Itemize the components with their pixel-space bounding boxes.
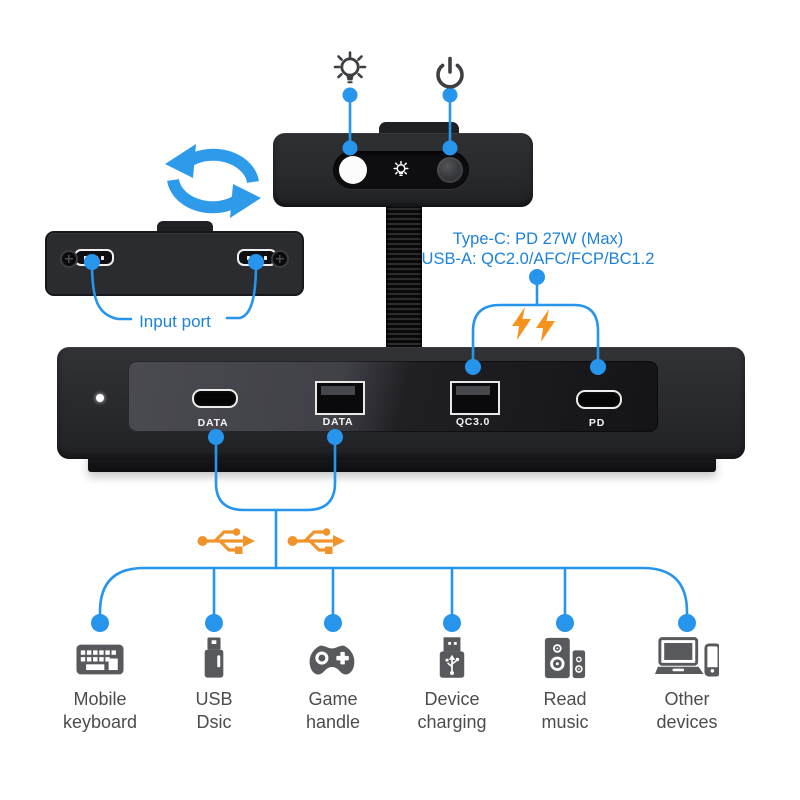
power-icon <box>436 56 464 89</box>
label-line: charging <box>417 712 487 732</box>
port-usb-c-data <box>192 389 238 408</box>
devices-icon <box>655 637 719 677</box>
device-label-keyboard: Mobile keyboard <box>38 688 162 734</box>
device-label-music: Read music <box>503 688 627 734</box>
label-line: music <box>541 712 589 732</box>
light-lens <box>339 156 367 184</box>
usb-disk-icon <box>204 637 224 678</box>
gamepad-icon <box>309 645 355 675</box>
mounting-strap <box>386 200 422 352</box>
port-usb-a-data <box>315 381 365 415</box>
keyboard-icon <box>76 644 124 675</box>
label-line: keyboard <box>62 712 138 732</box>
port-label-data-c: DATA <box>197 417 229 429</box>
usb-trident-icon <box>197 528 255 554</box>
label-line: Read <box>543 689 587 709</box>
input-port-caption: Input port <box>139 312 211 331</box>
label-line: Game <box>308 689 358 709</box>
power-button <box>437 157 463 183</box>
label-line: Dsic <box>196 712 232 732</box>
rotate-arrows-icon <box>165 144 261 218</box>
device-label-usb-disk: USB Dsic <box>152 688 276 734</box>
brightness-bulb-icon <box>333 51 367 84</box>
small-bulb-icon <box>393 160 409 176</box>
input-port-left <box>74 249 114 266</box>
device-label-charging: Device charging <box>390 688 514 734</box>
port-label-qc30: QC3.0 <box>455 416 491 428</box>
spec-line-1: Type-C: PD 27W (Max) <box>452 230 624 248</box>
status-led <box>96 394 104 402</box>
label-line: Device <box>424 689 480 709</box>
label-line: Mobile <box>73 689 127 709</box>
double-lightning-icon <box>512 307 555 342</box>
label-line: Other <box>664 689 710 709</box>
port-label-data-a: DATA <box>322 416 354 428</box>
device-label-other: Other devices <box>625 688 749 734</box>
usb-trident-icon <box>287 528 345 554</box>
spec-line-2: USB-A: QC2.0/AFC/FCP/BC1.2 <box>421 250 655 268</box>
port-usb-a-qc30 <box>450 381 500 415</box>
label-line: handle <box>305 712 361 732</box>
label-line: USB <box>195 689 233 709</box>
screw-left-icon <box>60 250 78 268</box>
port-usb-c-pd <box>576 390 622 409</box>
charging-plug-icon <box>439 637 465 678</box>
spec-note: Type-C: PD 27W (Max) USB-A: QC2.0/AFC/FC… <box>412 229 664 269</box>
speakers-icon <box>544 637 586 679</box>
screw-right-icon <box>271 250 289 268</box>
device-label-gamepad: Game handle <box>271 688 395 734</box>
port-label-pd: PD <box>588 417 606 429</box>
label-line: devices <box>656 712 718 732</box>
